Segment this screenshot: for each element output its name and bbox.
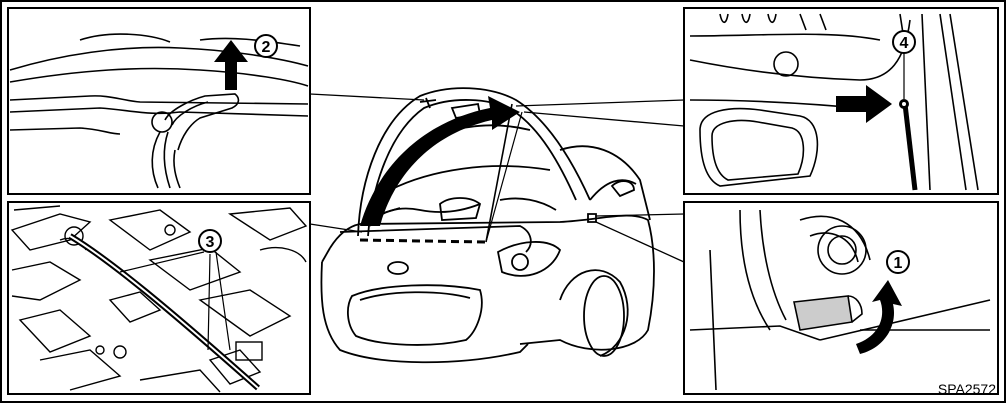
panel-engine-bay-rod: 3 <box>7 201 311 395</box>
panel-release-lever: 1 <box>683 201 999 395</box>
callout-1: 1 <box>894 255 903 272</box>
prop-rod-lines <box>359 103 523 244</box>
leader-lines <box>309 93 685 263</box>
panel-hood-stay-hole: 4 <box>683 7 999 195</box>
callout-2: 2 <box>262 39 271 56</box>
hood-open-arrow <box>360 96 520 226</box>
panel-rod-clip: 2 <box>7 7 311 195</box>
callout-3: 3 <box>206 234 215 251</box>
figure-code: SPA2572 <box>938 381 996 397</box>
callout-4: 4 <box>900 35 909 52</box>
